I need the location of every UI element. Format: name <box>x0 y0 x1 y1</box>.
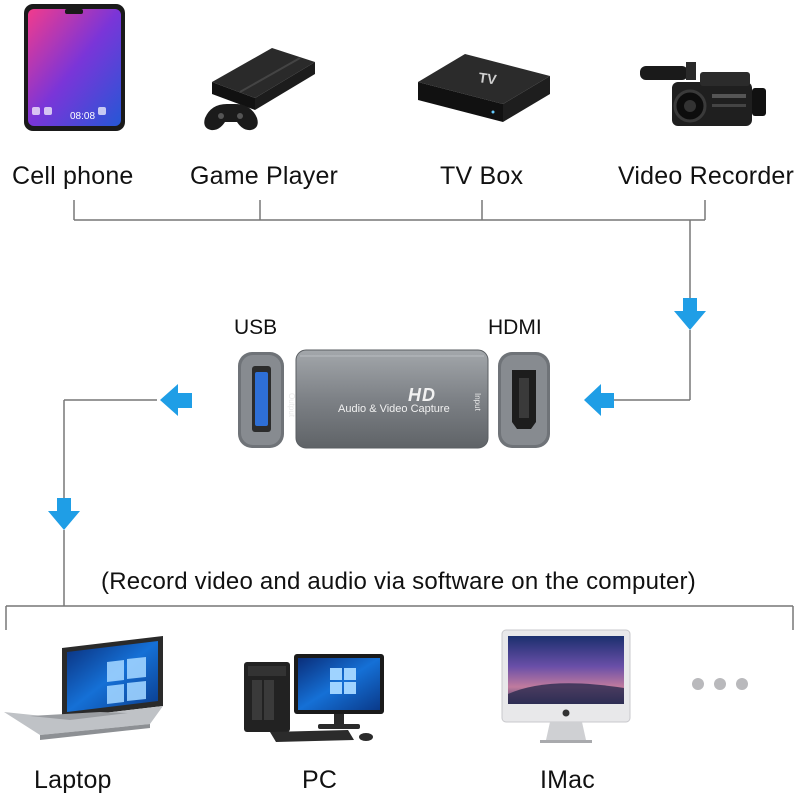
game-console-icon <box>204 48 315 131</box>
hdmi-port <box>498 352 550 448</box>
imac-icon <box>501 629 631 743</box>
source-bus-lines <box>73 200 706 401</box>
device-output-text: Output <box>287 393 296 418</box>
usb-port <box>238 352 284 448</box>
target-label-laptop: Laptop <box>34 766 112 794</box>
svg-text:TV: TV <box>478 69 499 87</box>
cell-phone-icon: 08:08 <box>24 4 125 131</box>
device-name: Audio & Video Capture <box>338 403 450 415</box>
source-label-video-recorder: Video Recorder <box>618 162 795 190</box>
capture-device <box>295 349 489 449</box>
software-note: (Record video and audio via software on … <box>101 568 696 595</box>
usb-label: USB <box>234 316 278 339</box>
source-label-tv-box: TV Box <box>440 162 524 190</box>
video-camera-icon <box>640 62 766 126</box>
source-label-cell-phone: Cell phone <box>12 162 134 190</box>
laptop-icon <box>4 636 163 740</box>
target-label-imac: IMac <box>540 766 595 794</box>
down-arrow-icon <box>674 298 706 330</box>
device-input-text: Input <box>473 393 482 411</box>
source-label-game-player: Game Player <box>190 162 339 190</box>
hdmi-label: HDMI <box>488 316 542 339</box>
tv-box-icon: TV <box>418 54 550 122</box>
left-arrow-icon <box>160 384 192 416</box>
target-label-pc: PC <box>302 766 338 794</box>
ellipsis-icon <box>692 678 748 690</box>
output-bus-lines <box>5 399 794 630</box>
down-arrow-icon <box>48 498 80 530</box>
phone-clock: 08:08 <box>70 111 95 122</box>
device-badge: HD <box>408 385 436 405</box>
desktop-pc-icon <box>244 654 384 742</box>
left-arrow-icon <box>584 384 614 416</box>
